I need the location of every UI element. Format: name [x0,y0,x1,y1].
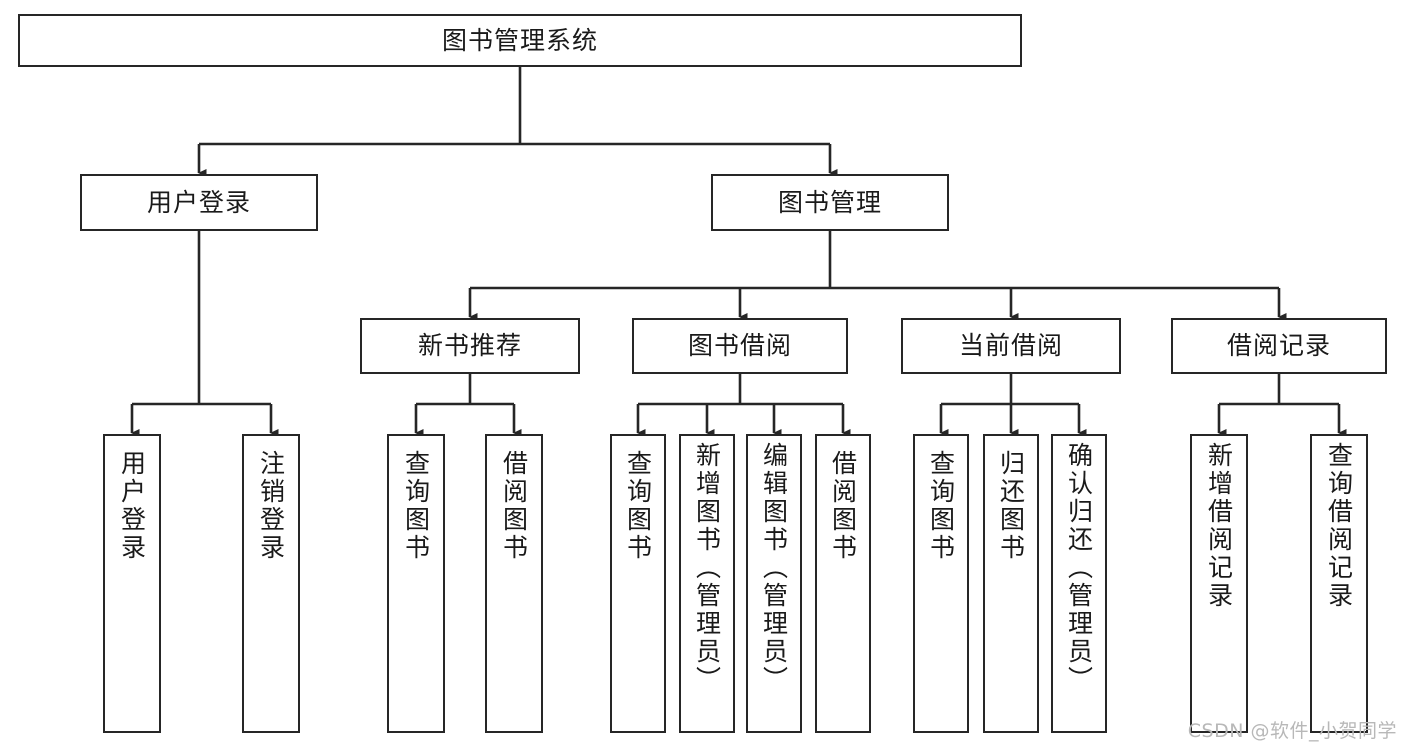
node-label: 当前借阅 [958,331,1063,361]
node-label: 图书管理 [777,187,882,217]
node-label: 注销登录 [256,450,286,562]
node-l1-login[interactable]: 用户登录 [80,174,318,231]
node-label: 图书借阅 [687,331,792,361]
node-label: 借阅图书 [499,450,529,562]
node-label: 新增借阅记录 [1204,442,1234,610]
node-label: 图书管理系统 [441,25,598,55]
node-label: 新增图书（管理员） [692,442,722,694]
node-label: 借阅图书 [828,450,858,562]
node-l3-querybook1[interactable]: 查询图书 [387,434,445,733]
node-l3-addrec[interactable]: 新增借阅记录 [1190,434,1248,733]
node-l3-queryrec[interactable]: 查询借阅记录 [1310,434,1368,733]
node-label: 编辑图书（管理员） [759,442,789,694]
node-l3-borrowbook1[interactable]: 借阅图书 [485,434,543,733]
node-l3-addbook[interactable]: 新增图书（管理员） [679,434,735,733]
node-l2-borrow[interactable]: 图书借阅 [632,318,848,374]
node-label: 用户登录 [146,187,251,217]
node-l3-returnbook[interactable]: 归还图书 [983,434,1039,733]
node-label: 新书推荐 [417,331,522,361]
node-l3-querybook3[interactable]: 查询图书 [913,434,969,733]
node-label: 查询图书 [401,450,431,562]
watermark-text: CSDN @软件_小贺同学 [1187,720,1397,742]
node-l1-books[interactable]: 图书管理 [711,174,949,231]
node-l2-newrec[interactable]: 新书推荐 [360,318,580,374]
node-l2-history[interactable]: 借阅记录 [1171,318,1387,374]
node-l3-confirm[interactable]: 确认归还（管理员） [1051,434,1107,733]
node-label: 查询图书 [623,450,653,562]
node-label: 确认归还（管理员） [1064,442,1094,694]
node-l3-querybook2[interactable]: 查询图书 [610,434,666,733]
node-l2-current[interactable]: 当前借阅 [901,318,1121,374]
node-label: 查询借阅记录 [1324,442,1354,610]
node-l3-borrowbook2[interactable]: 借阅图书 [815,434,871,733]
node-root[interactable]: 图书管理系统 [18,14,1022,67]
node-l3-editbook[interactable]: 编辑图书（管理员） [746,434,802,733]
node-label: 用户登录 [117,450,147,562]
node-l3-userlogin[interactable]: 用户登录 [103,434,161,733]
node-label: 查询图书 [926,450,956,562]
node-label: 借阅记录 [1226,331,1331,361]
node-l3-logout[interactable]: 注销登录 [242,434,300,733]
node-label: 归还图书 [996,450,1026,562]
